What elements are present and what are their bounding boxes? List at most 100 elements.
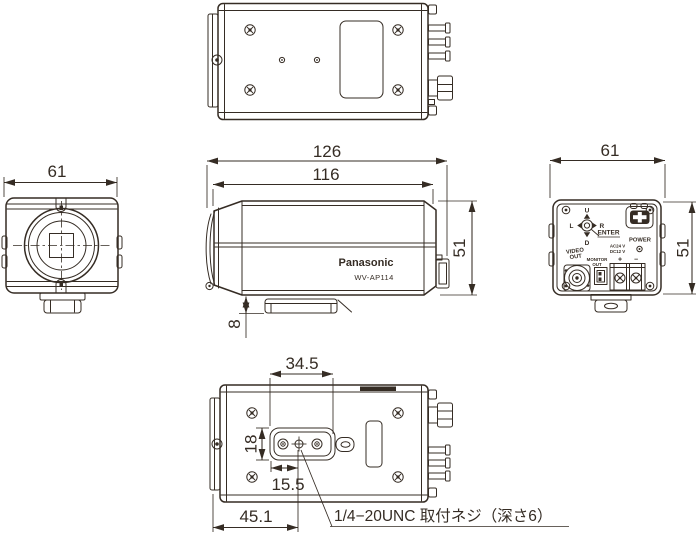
svg-text:OUT: OUT (592, 262, 602, 267)
bnc-connector-side (428, 75, 453, 101)
dim-label: 61 (48, 162, 67, 181)
brand-label: Panasonic (338, 257, 393, 269)
dim-depth-body: 116 (212, 165, 434, 206)
right-arrow-icon (591, 222, 597, 229)
side-tab (548, 223, 555, 239)
lens-mount-flange (207, 13, 223, 108)
case-screw (244, 84, 256, 96)
case-screw (392, 407, 404, 419)
terminal-pin (428, 36, 451, 48)
up-arrow-icon (583, 213, 591, 219)
dim-rear-height: 51 (663, 201, 696, 295)
side-tab (659, 223, 666, 239)
dim-foot-height: 8 (225, 296, 264, 338)
power-terminal-block[interactable] (609, 263, 646, 291)
label-strip (360, 386, 396, 391)
bnc-connector-side (428, 402, 453, 428)
side-tab (1, 235, 8, 250)
dim-label: 126 (313, 142, 341, 161)
dim-plate-depth: 18 (242, 427, 269, 461)
power-dc-label: DC12 V (610, 249, 625, 254)
side-tab (116, 235, 123, 250)
rear-panel (556, 203, 658, 292)
dim-label: 34.5 (285, 354, 318, 373)
label-recess (339, 20, 384, 99)
dim-label: 116 (312, 165, 339, 184)
label-recess (365, 420, 383, 468)
mounting-foot (264, 298, 352, 314)
mounting-foot (590, 294, 632, 313)
tripod-screw-hole (291, 436, 307, 452)
dim-label: 51 (450, 239, 469, 258)
dim-depth-overall: 126 (206, 142, 448, 256)
terminal-pin (428, 470, 451, 482)
tripod-plate (269, 427, 355, 461)
power-label: POWER (629, 238, 652, 244)
down-arrow-icon (583, 232, 591, 238)
dim-rear-width: 61 (549, 141, 666, 198)
lens-barrel-side (205, 211, 215, 291)
plate-screw (311, 438, 323, 450)
dim-front-width: 61 (3, 162, 118, 197)
video-out-label: VIDEO OUT (566, 247, 585, 261)
ac-inlet[interactable] (625, 203, 654, 229)
dim-label: 51 (674, 239, 693, 258)
plate-screw (277, 438, 289, 450)
joystick[interactable] (577, 213, 597, 238)
top-body (217, 2, 429, 121)
front-lens (13, 201, 110, 290)
dim-screw-from-front: 45.1 (212, 450, 299, 532)
monitor-out-label: MONITOR (587, 257, 608, 262)
top-view (207, 2, 453, 121)
terminal-pin (428, 444, 451, 456)
panel-screw (561, 205, 571, 215)
mounting-foot (39, 292, 86, 314)
flange-screw (211, 54, 223, 66)
pilot-hole (278, 56, 286, 64)
flange-screw (211, 438, 223, 450)
enter-leader (591, 229, 600, 237)
dim-label: 8 (225, 319, 244, 328)
pilot-hole (313, 56, 321, 64)
side-tab (116, 254, 123, 269)
enter-label: ENTER (597, 230, 619, 237)
terminal-screw (630, 272, 642, 284)
terminal-plus-label: + (618, 257, 622, 264)
dim-screw-offset: 15.5 (270, 461, 305, 494)
bnc-connector[interactable] (563, 264, 591, 292)
latch (335, 437, 355, 452)
svg-text:OUT: OUT (569, 253, 582, 261)
dim-label: 15.5 (271, 475, 304, 494)
foot-lever (337, 299, 352, 313)
side-tab (1, 254, 8, 269)
case-screw (392, 471, 404, 483)
dim-label: 18 (242, 435, 261, 454)
case-screw (392, 84, 404, 96)
bottom-view: 34.5 18 15.5 45.1 1/4−20UNC 取付ネジ（深さ6） (209, 354, 569, 532)
svg-text:VIDEO: VIDEO (566, 247, 585, 256)
terminal-pin (428, 22, 451, 34)
joystick-right-label: R (599, 223, 604, 230)
joystick-left-label: L (570, 223, 574, 230)
case-screw (392, 24, 404, 36)
mount-tab (55, 198, 67, 212)
model-label: WV-AP114 (354, 273, 393, 282)
monitor-out-connector[interactable] (594, 267, 608, 285)
flange-screw (205, 281, 214, 291)
power-led (636, 245, 643, 253)
dim-label: 45.1 (239, 507, 272, 526)
terminal-minus-label: − (634, 257, 638, 264)
rear-clip-side (435, 254, 450, 289)
side-tab (659, 251, 666, 267)
case-screw (244, 24, 256, 36)
rear-view: U L R D ENTER POWER AC24 V DC12 V VIDEO … (548, 141, 696, 313)
leader-line (300, 449, 333, 527)
side-body (213, 200, 437, 296)
rear-connectors-top (428, 4, 453, 116)
dim-label: 61 (601, 141, 620, 160)
mount-screw-callout: 1/4−20UNC 取付ネジ（深さ6） (300, 449, 569, 527)
left-arrow-icon (577, 222, 583, 229)
dim-side-height: 51 (438, 200, 477, 296)
